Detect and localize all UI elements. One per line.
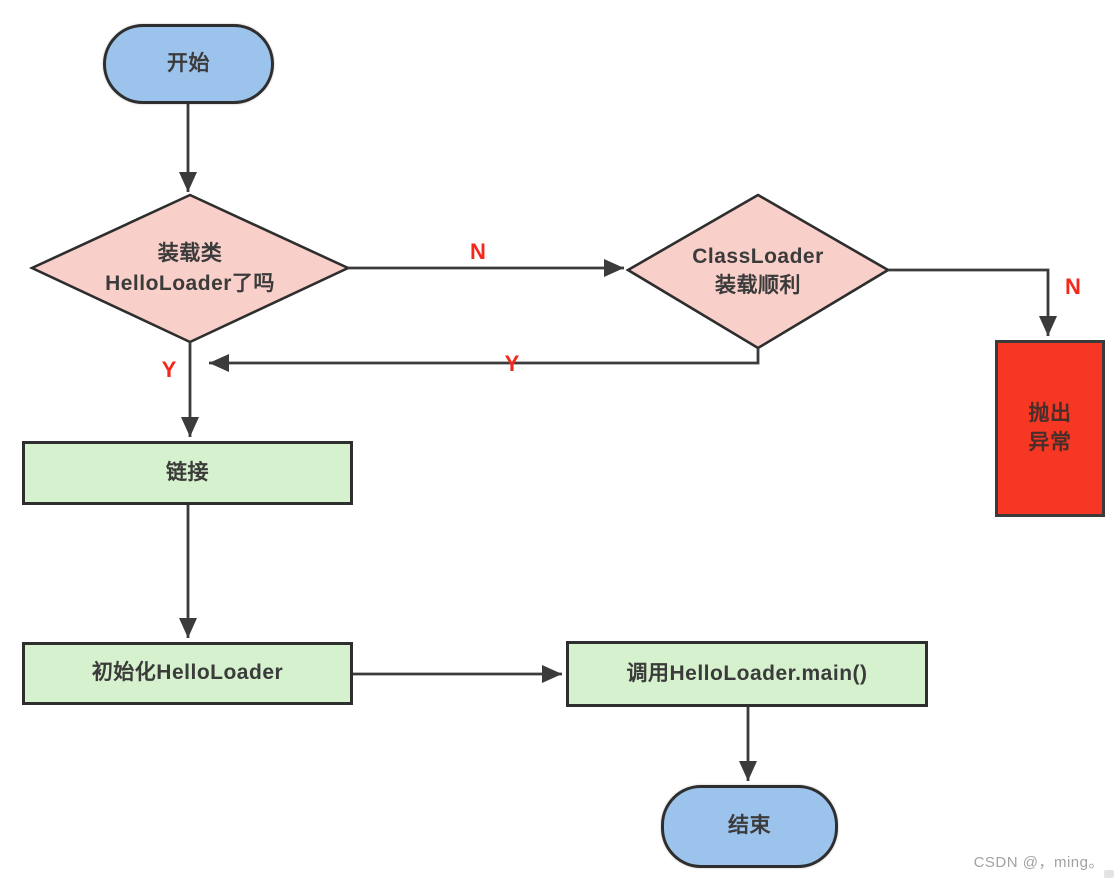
edge-label-n-to-exception: N [1065,274,1081,299]
link-node: 链接 [22,441,353,505]
edge-label-y-from-check: Y [161,357,177,382]
end-node: 结束 [661,785,838,868]
edge-classloader-to-exception [888,268,1057,336]
initialize-node: 初始化HelloLoader [22,642,353,705]
decision-classloader-ok-label: ClassLoader 装载顺利 [692,244,824,297]
decision-class-loaded-label: 装载类 HelloLoader了吗 [105,242,275,295]
edge-label-n-to-classloader: N [470,239,486,264]
edge-label-y-from-classloader: Y [504,351,520,376]
start-node: 开始 [103,24,274,104]
throw-exception-node: 抛出 异常 [995,340,1105,517]
invoke-main-node: 调用HelloLoader.main() [566,641,928,707]
edge-classloader-return-yes [209,348,760,372]
watermark: CSDN @，ming。 [973,854,1104,871]
watermark-dot [1104,870,1114,878]
